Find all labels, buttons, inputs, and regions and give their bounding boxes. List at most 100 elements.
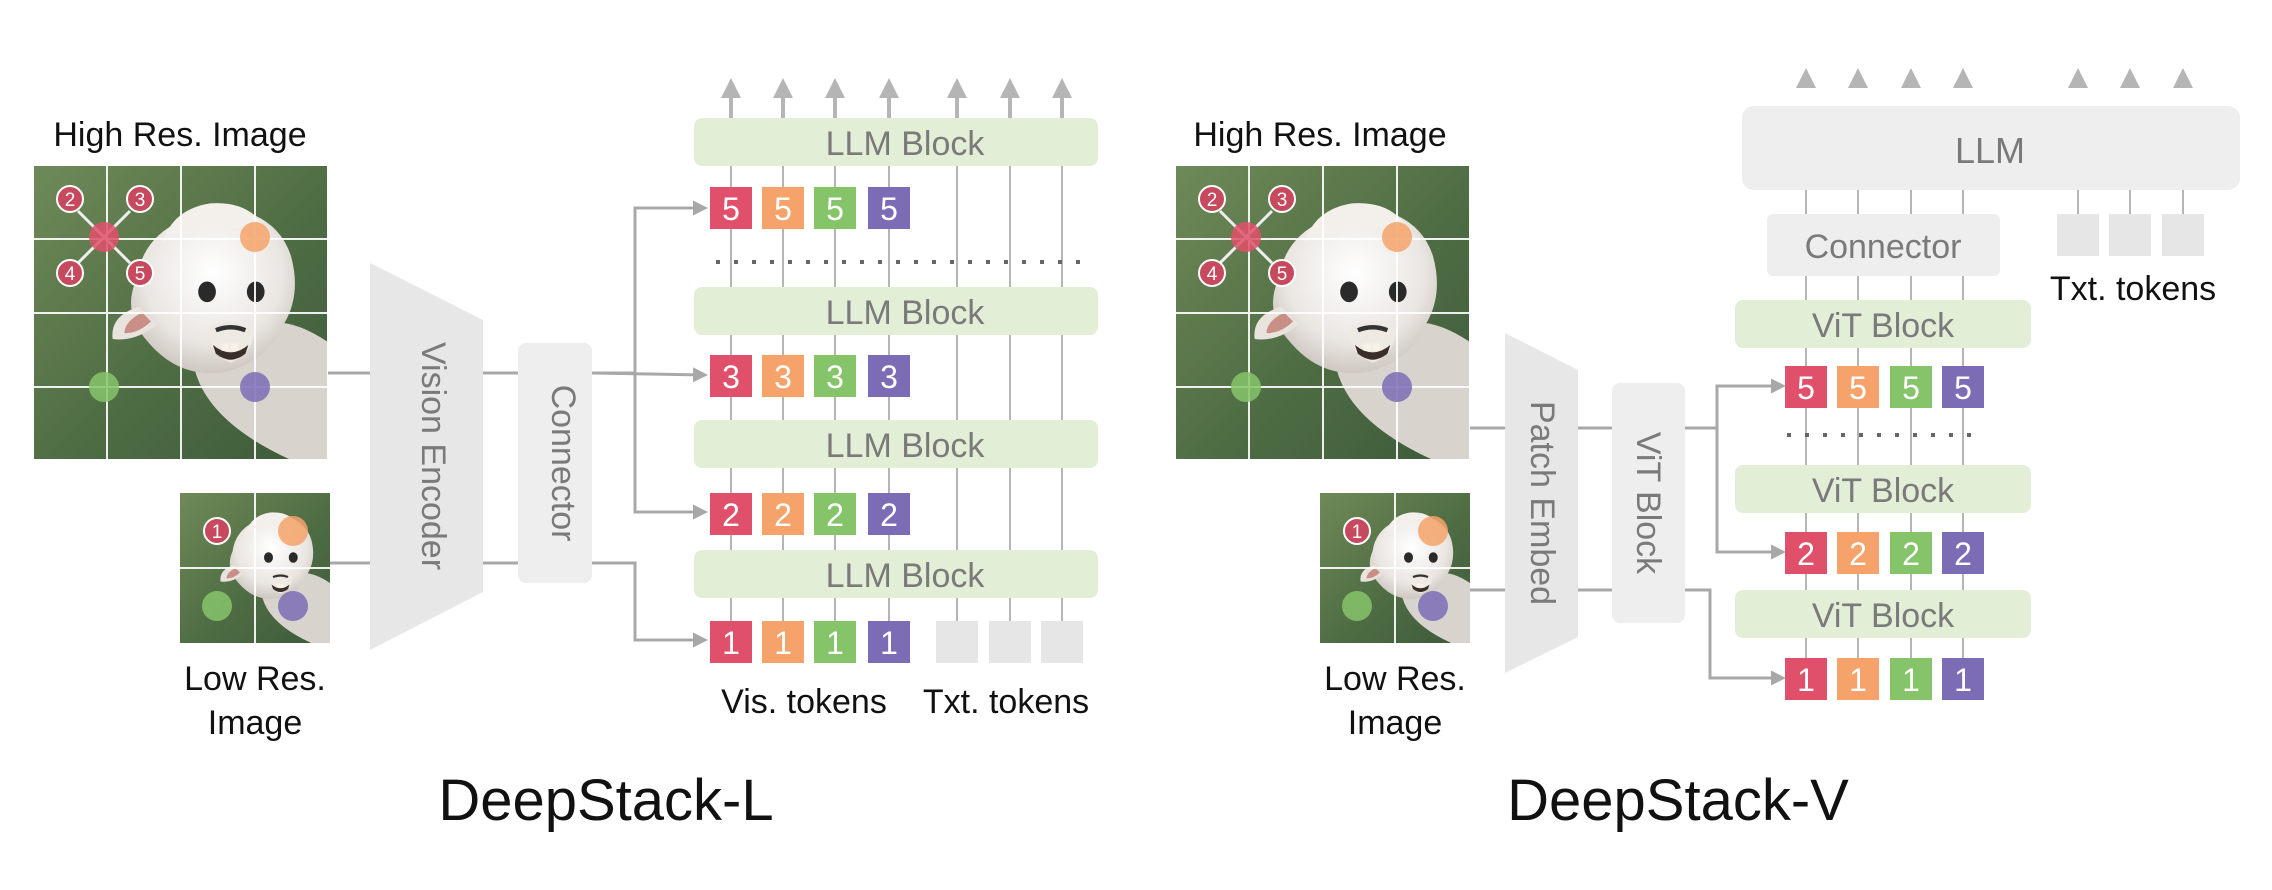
- marker-4: 4: [65, 264, 76, 285]
- high-res-label: High Res. Image: [1193, 116, 1446, 154]
- low-res-image: 1: [180, 493, 330, 643]
- svg-text:LLM Block: LLM Block: [826, 557, 986, 595]
- svg-text:1: 1: [1797, 662, 1815, 698]
- token-row-2: 2 2 2 2: [710, 493, 910, 535]
- arrow-up-icon: [1000, 78, 1020, 98]
- token-row-5: 5 5 5 5: [710, 187, 910, 229]
- token-row-2: 2 2 2 2: [1785, 532, 1984, 574]
- txt-token: [2057, 214, 2099, 256]
- txt-token: [2162, 214, 2204, 256]
- svg-text:2: 2: [1849, 536, 1867, 572]
- token-row-5: 5 5 5 5: [1785, 366, 1984, 408]
- txt-tokens-label: Txt. tokens: [923, 683, 1089, 721]
- svg-text:5: 5: [1902, 370, 1920, 406]
- low-res-image: 1: [1320, 493, 1470, 643]
- svg-text:3: 3: [774, 359, 792, 395]
- llm-label: LLM: [1955, 130, 2025, 171]
- svg-text:3: 3: [880, 359, 898, 395]
- arrow-up-icon: [2173, 68, 2193, 88]
- svg-text:LLM Block: LLM Block: [826, 125, 986, 163]
- txt-token: [2109, 214, 2151, 256]
- arrow-up-icon: [1901, 68, 1921, 88]
- llm-block-1: LLM Block: [694, 118, 1098, 166]
- arrow-up-icon: [773, 78, 793, 98]
- marker-1: 1: [1352, 522, 1363, 543]
- svg-text:2: 2: [774, 497, 792, 533]
- svg-text:2: 2: [880, 497, 898, 533]
- low-res-label-line2: Image: [208, 704, 303, 742]
- svg-text:3: 3: [826, 359, 844, 395]
- svg-text:2: 2: [722, 497, 740, 533]
- connector-label: Connector: [1805, 228, 1962, 266]
- marker-5: 5: [135, 264, 146, 285]
- txt-token: [1041, 621, 1083, 663]
- deepstack-l-title: DeepStack-L: [438, 768, 773, 833]
- connector-block: [518, 343, 592, 583]
- arrow-up-icon: [1796, 68, 1816, 88]
- svg-text:LLM Block: LLM Block: [826, 427, 986, 465]
- marker-3: 3: [135, 190, 146, 211]
- marker-3: 3: [1277, 190, 1288, 211]
- high-res-label: High Res. Image: [53, 116, 306, 154]
- low-res-label-line1: Low Res.: [1324, 660, 1466, 698]
- svg-text:5: 5: [1954, 370, 1972, 406]
- arrow-up-icon: [721, 78, 741, 98]
- arrow-up-icon: [1052, 78, 1072, 98]
- svg-text:2: 2: [826, 497, 844, 533]
- svg-text:2: 2: [1797, 536, 1815, 572]
- low-res-label-line2: Image: [1348, 704, 1443, 742]
- vit-block-3: ViT Block: [1735, 590, 2031, 638]
- patch-embed-label: Patch Embed: [1523, 401, 1561, 605]
- svg-text:2: 2: [1902, 536, 1920, 572]
- llm-output-arrows: [721, 78, 1072, 118]
- vit-block-1: ViT Block: [1735, 300, 2031, 348]
- deepstack-l-diagram: High Res. Image: [32, 78, 1098, 833]
- svg-text:1: 1: [1902, 662, 1920, 698]
- svg-text:5: 5: [1797, 370, 1815, 406]
- svg-text:1: 1: [880, 625, 898, 661]
- llm-block-4: LLM Block: [694, 550, 1098, 598]
- marker-4: 4: [1207, 264, 1218, 285]
- svg-text:ViT Block: ViT Block: [1812, 597, 1955, 635]
- arrow-up-icon: [2068, 68, 2088, 88]
- llm-block-2: LLM Block: [694, 287, 1098, 335]
- svg-text:1: 1: [826, 625, 844, 661]
- svg-text:5: 5: [774, 191, 792, 227]
- high-res-image: 2 3 4 5: [1174, 164, 1471, 461]
- token-row-1: 1 1 1 1: [1785, 658, 1984, 700]
- arrow-up-icon: [1953, 68, 1973, 88]
- svg-text:ViT Block: ViT Block: [1812, 307, 1955, 345]
- svg-text:ViT Block: ViT Block: [1812, 472, 1955, 510]
- vision-encoder-label: Vision Encoder: [414, 342, 452, 570]
- svg-text:1: 1: [774, 625, 792, 661]
- vit-block-2: ViT Block: [1735, 465, 2031, 513]
- arrow-up-icon: [2120, 68, 2140, 88]
- arrow-up-icon: [1848, 68, 1868, 88]
- txt-token: [989, 621, 1031, 663]
- llm-output-arrows: [1796, 68, 2193, 88]
- arrow-up-icon: [879, 78, 899, 98]
- svg-text:1: 1: [1954, 662, 1972, 698]
- marker-5: 5: [1277, 264, 1288, 285]
- arrow-up-icon: [947, 78, 967, 98]
- arrow-up-icon: [825, 78, 845, 98]
- connector-block: [1767, 214, 2000, 276]
- svg-text:3: 3: [722, 359, 740, 395]
- vit-block-vertical-label: ViT Block: [1629, 432, 1667, 575]
- marker-2: 2: [1207, 190, 1218, 211]
- marker-1: 1: [212, 522, 223, 543]
- connector-label: Connector: [544, 385, 582, 542]
- vis-tokens-label: Vis. tokens: [721, 683, 887, 721]
- vit-block-vertical: [1612, 383, 1685, 623]
- svg-text:5: 5: [722, 191, 740, 227]
- svg-text:5: 5: [1849, 370, 1867, 406]
- right-flow-arrows: [1470, 378, 1786, 686]
- svg-text:1: 1: [722, 625, 740, 661]
- llm-block-3: LLM Block: [694, 420, 1098, 468]
- token-row-3: 3 3 3 3: [710, 355, 910, 397]
- vision-encoder-block: [370, 263, 483, 650]
- txt-token: [936, 621, 978, 663]
- deepstack-v-diagram: High Res. Image 2: [1174, 68, 2240, 833]
- svg-text:LLM Block: LLM Block: [826, 294, 986, 332]
- deepstack-v-title: DeepStack-V: [1507, 768, 1849, 833]
